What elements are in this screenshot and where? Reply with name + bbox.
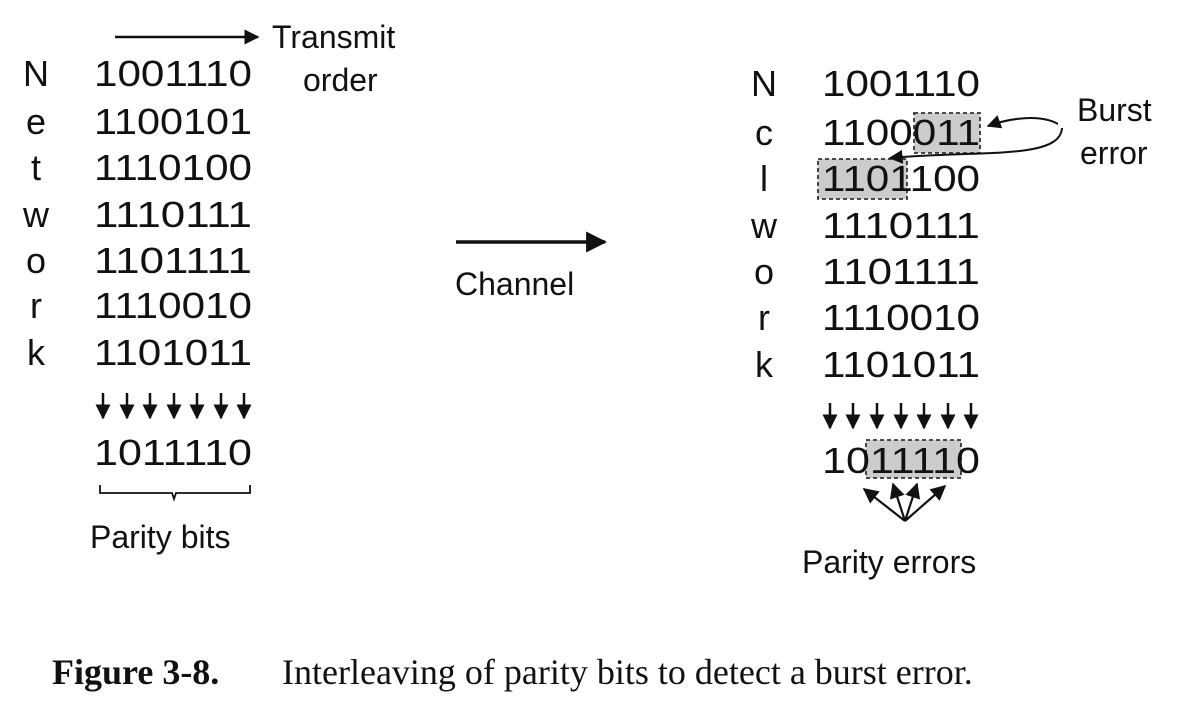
order-label: order	[303, 62, 378, 98]
left-bit-row: 1101011	[94, 332, 252, 373]
burst-arrow-lower	[888, 127, 1063, 164]
left-bit-row: 1001110	[94, 53, 252, 94]
left-letter: t	[31, 147, 41, 188]
transmit-label: Transmit	[272, 19, 395, 55]
right-bit-row: 1101100	[822, 158, 980, 199]
right-bit-row: 1101111	[822, 251, 980, 292]
left-block: Transmit order N e t w o r k 1001110 110…	[22, 19, 395, 555]
burst-highlight-row2	[913, 112, 981, 154]
right-bit-row: 1100011	[822, 112, 980, 153]
right-bit-row: 1001110	[822, 63, 980, 104]
parity-error-arrow	[862, 488, 906, 522]
left-letters: N e t w o r k	[22, 53, 50, 373]
right-letter: k	[755, 344, 774, 385]
right-parity-row: 1011110	[822, 440, 980, 481]
left-letter: r	[30, 285, 42, 326]
error-label: error	[1080, 135, 1148, 171]
left-letter: N	[23, 53, 49, 94]
right-letter: N	[751, 63, 777, 104]
burst-arrow-upper	[986, 115, 1059, 129]
caption-label: Figure 3-8.	[52, 652, 219, 692]
right-bit-row: 1110111	[822, 205, 980, 246]
left-letter: o	[26, 240, 46, 281]
left-column-arrows	[95, 393, 252, 420]
right-letter: l	[760, 158, 768, 199]
left-letter: w	[22, 194, 50, 235]
left-bit-rows: 1001110 1100101 1110100 1110111 1101111 …	[94, 53, 252, 373]
parity-error-highlight	[865, 439, 962, 479]
parity-error-arrow	[889, 482, 907, 522]
right-bit-row: 1101011	[822, 344, 980, 385]
burst-label: Burst	[1077, 92, 1152, 128]
right-letter: c	[755, 112, 773, 153]
burst-highlight-row3	[817, 158, 908, 200]
parity-error-arrow	[903, 482, 921, 522]
left-letter: e	[26, 101, 46, 142]
left-bit-row: 1100101	[94, 101, 252, 142]
figure-caption: Figure 3-8. Interleaving of parity bits …	[52, 652, 973, 692]
parity-error-arrow	[904, 484, 947, 522]
left-bit-row: 1101111	[94, 240, 252, 281]
right-letter: w	[750, 205, 778, 246]
caption-text: Interleaving of parity bits to detect a …	[282, 652, 973, 692]
right-letters: N c l w o r k	[750, 63, 778, 385]
right-column-arrows	[822, 403, 979, 430]
parity-bits-label: Parity bits	[90, 519, 230, 555]
left-parity-row: 1011110	[94, 432, 252, 473]
channel-label: Channel	[455, 266, 574, 302]
right-bit-rows: 1001110 1100011 1101100 1110111 1101111 …	[822, 63, 980, 385]
right-bit-row: 1110010	[822, 297, 980, 338]
left-bit-row: 1110100	[94, 147, 252, 188]
right-letter: r	[758, 297, 770, 338]
channel-block: Channel	[455, 231, 608, 302]
left-bit-row: 1110010	[94, 285, 252, 326]
parity-error-arrows	[862, 482, 947, 522]
right-letter: o	[754, 251, 774, 292]
left-letter: k	[27, 332, 46, 373]
parity-errors-label: Parity errors	[802, 544, 976, 580]
right-block: N c l w o r k 1001110 1100011 1101100 11…	[750, 63, 1152, 580]
left-bit-row: 1110111	[94, 194, 252, 235]
parity-brace	[99, 485, 251, 502]
